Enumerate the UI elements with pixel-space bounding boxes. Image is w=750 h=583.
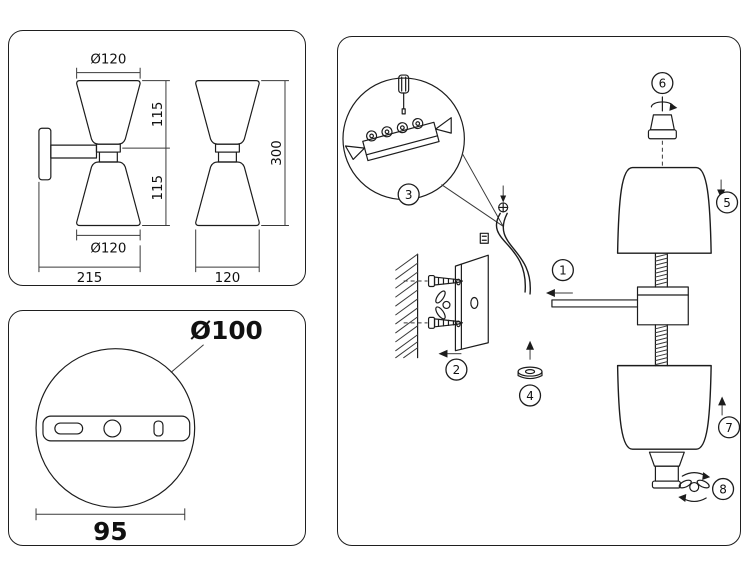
wing-nut-icon xyxy=(678,472,711,503)
dimension-lines xyxy=(38,67,289,273)
step-badge-7: 7 xyxy=(717,416,740,439)
lamp-side-view xyxy=(195,80,260,227)
plate-dimension-lines xyxy=(35,344,204,521)
dimensions-panel: Ø120 115 115 Ø120 215 300 120 xyxy=(8,30,306,286)
mounting-bar-shape xyxy=(42,415,191,442)
step-badge-1: 1 xyxy=(551,259,574,282)
step-number: 6 xyxy=(659,77,667,91)
bracket-arm-shape xyxy=(50,144,98,159)
threaded-rod-lower xyxy=(654,324,668,367)
lower-shade-shape xyxy=(195,161,260,227)
bracket-plate-shape xyxy=(454,254,489,352)
waist-ring-shape xyxy=(214,143,240,153)
step-number: 5 xyxy=(723,196,731,210)
dim-front-upper-height: 115 xyxy=(151,102,166,128)
screw-arrow-icon xyxy=(718,396,727,416)
step-badge-3: 3 xyxy=(397,183,420,206)
slot-hole xyxy=(54,422,84,435)
locknut-icon xyxy=(517,340,543,380)
mounting-plate-shape xyxy=(35,348,196,508)
ground-screw-icon xyxy=(498,185,509,213)
wire-marking-icon xyxy=(479,232,489,244)
mounting-screw-icon xyxy=(403,316,463,329)
step-badge-4: 4 xyxy=(518,384,542,407)
lower-shade-shape xyxy=(616,364,712,450)
wing-screw-icon xyxy=(435,290,451,320)
step-number: 4 xyxy=(526,389,534,403)
keyhole-slot xyxy=(153,420,164,437)
upper-shade-shape xyxy=(195,80,260,145)
lower-shade-shape xyxy=(76,161,141,227)
wall-plate-shape xyxy=(38,127,52,181)
insert-arrow-icon xyxy=(545,289,573,297)
supply-wires xyxy=(495,212,531,295)
step-badge-6: 6 xyxy=(651,71,674,95)
assembly-drawing: 1 2 3 4 5 6 7 8 xyxy=(342,71,740,503)
detail-leader-lines xyxy=(441,153,504,227)
central-hub-shape xyxy=(636,286,689,326)
step-badge-5: 5 xyxy=(715,191,739,214)
step-number: 2 xyxy=(453,363,461,377)
mounting-plate-panel: Ø100 95 xyxy=(8,310,306,546)
upper-shade-shape xyxy=(616,166,712,254)
step-number: 8 xyxy=(719,482,727,496)
socket-shape xyxy=(648,451,685,489)
dim-plate-hole-spacing: 95 xyxy=(93,517,127,545)
step-badge-8: 8 xyxy=(711,477,735,501)
terminal-block-icon xyxy=(344,117,452,162)
step-badge-2: 2 xyxy=(445,358,468,381)
canopy-circle xyxy=(35,348,196,508)
mounting-plate-drawing: Ø100 95 xyxy=(35,316,263,545)
dim-front-bottom-diameter: Ø120 xyxy=(90,241,126,256)
support-arm-shape xyxy=(551,299,639,308)
dimensions-drawing: Ø120 115 115 Ø120 215 300 120 xyxy=(38,53,289,285)
dim-front-top-diameter: Ø120 xyxy=(90,53,126,68)
dim-side-overall-height: 300 xyxy=(270,140,285,166)
insert-arrow-icon xyxy=(438,349,462,358)
wiring-detail-bubble xyxy=(342,74,504,227)
dim-side-width: 120 xyxy=(215,271,241,285)
dim-plate-diameter: Ø100 xyxy=(190,316,263,345)
cap-finial-shape xyxy=(647,96,678,166)
wall-hatch xyxy=(395,253,419,359)
waist-neck-shape xyxy=(98,151,118,163)
rotate-arrow-icon xyxy=(650,96,678,112)
step-number: 7 xyxy=(725,421,733,435)
assembly-panel: 1 2 3 4 5 6 7 8 xyxy=(337,36,741,546)
waist-neck-shape xyxy=(217,151,237,163)
threaded-rod-upper xyxy=(654,252,668,288)
waist-ring-shape xyxy=(95,143,121,153)
step-number: 3 xyxy=(405,188,413,202)
step-number: 1 xyxy=(559,264,567,278)
center-hole xyxy=(103,419,122,438)
upper-shade-shape xyxy=(76,80,141,145)
screwdriver-icon xyxy=(398,74,410,115)
dim-front-overall-width: 215 xyxy=(77,271,103,285)
dim-front-lower-height: 115 xyxy=(151,175,166,201)
lamp-front-view xyxy=(38,80,141,227)
